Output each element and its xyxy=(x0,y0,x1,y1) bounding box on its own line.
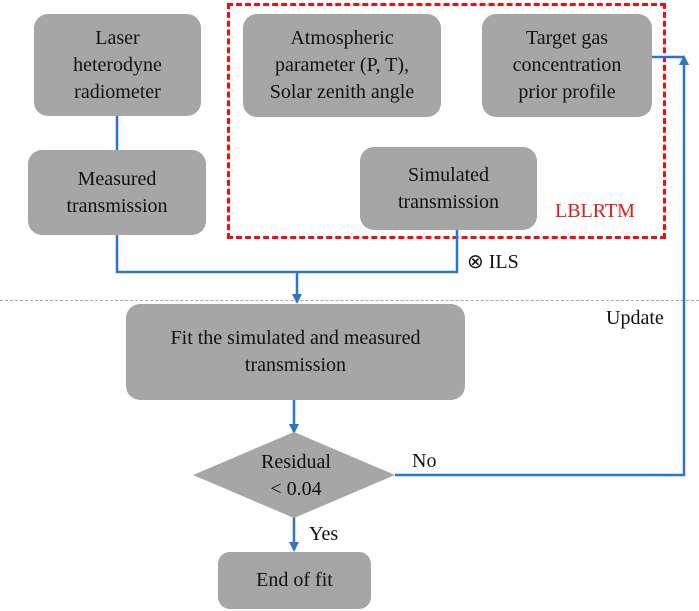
simulated-down-connector xyxy=(297,230,459,274)
no-label: No xyxy=(412,450,437,472)
fit-box: Fit the simulated and measured transmiss… xyxy=(126,304,465,400)
ils-label: ⊗ ILS xyxy=(467,251,519,273)
no-path-arrow xyxy=(395,55,689,477)
lblrtm-frame xyxy=(227,3,666,239)
yes-label: Yes xyxy=(309,523,339,545)
measured-down-connector xyxy=(115,235,297,274)
laser-radiometer-label: Laser heterodyne radiometer xyxy=(73,26,162,103)
residual-diamond xyxy=(193,432,395,518)
measured-transmission-box: Measured transmission xyxy=(28,150,206,235)
end-of-fit-label: End of fit xyxy=(256,569,333,591)
residual-label: Residual < 0.04 xyxy=(261,451,331,500)
section-divider xyxy=(0,300,699,301)
simulated-transmission-box: Simulated transmission xyxy=(360,147,537,230)
atmospheric-parameter-label: Atmospheric parameter (P, T), Solar zeni… xyxy=(269,27,415,103)
update-label: Update xyxy=(606,307,664,329)
target-gas-box: Target gas concentration prior profile xyxy=(482,14,652,117)
simulated-transmission-label: Simulated transmission xyxy=(397,163,500,213)
measured-transmission-label: Measured transmission xyxy=(66,167,168,217)
target-gas-label: Target gas concentration prior profile xyxy=(512,27,622,103)
atmospheric-parameter-box: Atmospheric parameter (P, T), Solar zeni… xyxy=(243,14,441,117)
lblrtm-label: LBLRTM xyxy=(555,200,635,222)
laser-radiometer-box: Laser heterodyne radiometer xyxy=(34,14,201,116)
end-of-fit-box: End of fit xyxy=(218,552,371,609)
fit-label: Fit the simulated and measured transmiss… xyxy=(170,327,421,376)
